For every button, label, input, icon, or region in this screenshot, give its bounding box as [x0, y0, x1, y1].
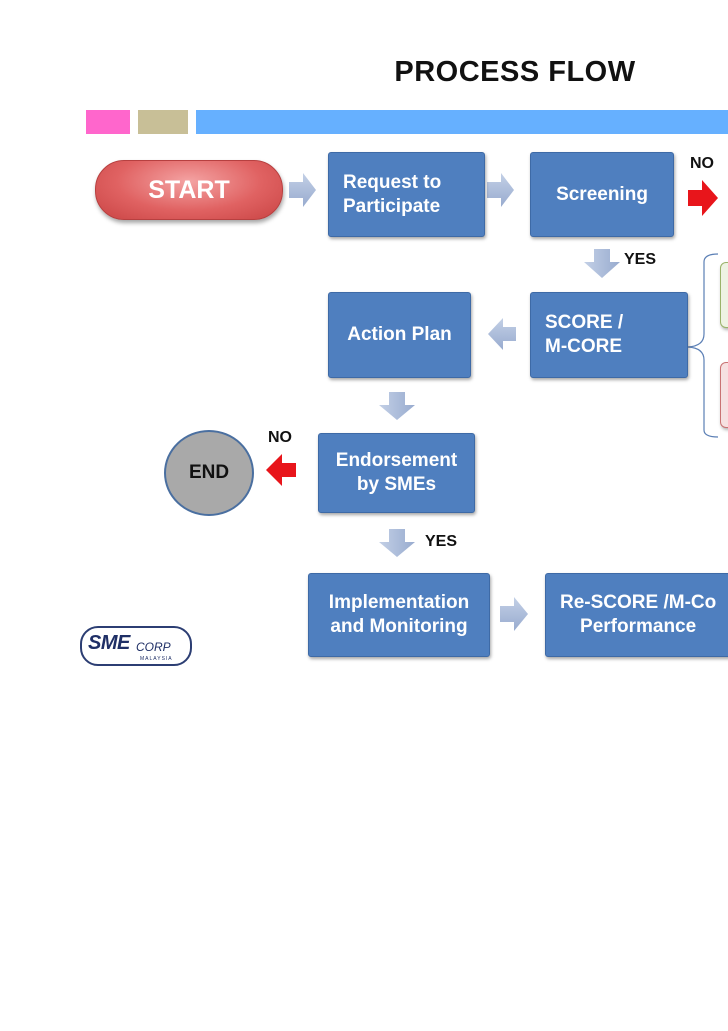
logo-country-text: MALAYSIA — [140, 656, 173, 662]
score-box: SCORE / M-CORE — [530, 292, 688, 378]
logo-ring — [80, 626, 192, 666]
bar-segment-tan — [138, 110, 188, 134]
title-color-bar — [80, 104, 728, 140]
request-label: Request to Participate — [343, 171, 442, 217]
rescore-box: Re-SCORE /M-Co Performance — [545, 573, 728, 657]
arrow-start-to-request — [289, 173, 316, 207]
implementation-label: Implementation and Monitoring — [328, 592, 470, 637]
bar-segment-pink — [86, 110, 130, 134]
screening-label: Screening — [556, 183, 648, 205]
arrow-endorsement-to-implementation — [379, 529, 415, 557]
arrow-implementation-to-rescore — [500, 597, 528, 631]
yes-label-screening: YES — [624, 251, 657, 268]
rescore-label: Re-SCORE /M-Co Performance — [560, 592, 717, 637]
smecorp-logo: SME CORP MALAYSIA — [80, 580, 200, 692]
arrow-screening-to-score — [584, 249, 620, 278]
arrow-action-plan-to-endorsement — [379, 392, 415, 420]
implementation-box: Implementation and Monitoring — [308, 573, 490, 657]
score-label: SCORE / M-CORE — [545, 312, 624, 357]
action-plan-box: Action Plan — [328, 292, 471, 378]
logo-corp-text: CORP — [136, 640, 171, 654]
no-label-screening: NO — [690, 155, 714, 172]
yes-label-endorsement: YES — [425, 533, 458, 550]
end-node: END — [164, 430, 254, 516]
endorsement-label: Endorsement by SMEs — [335, 450, 458, 495]
arrow-endorsement-no — [266, 454, 296, 486]
bar-segment-blue — [196, 110, 728, 134]
endorsement-box: Endorsement by SMEs — [318, 433, 475, 513]
action-plan-label: Action Plan — [347, 324, 452, 346]
screening-box: Screening — [530, 152, 674, 237]
no-label-endorsement: NO — [268, 429, 292, 446]
bracket-brace — [687, 253, 719, 438]
logo-sme-text: SME — [88, 632, 130, 654]
side-card-green — [720, 262, 728, 328]
arrow-request-to-screening — [487, 173, 514, 207]
request-to-participate-box: Request to Participate — [328, 152, 485, 237]
start-node: START — [95, 160, 283, 220]
side-card-pink — [720, 362, 728, 428]
page-title: PROCESS FLOW — [394, 56, 636, 88]
arrow-score-to-action-plan — [488, 318, 516, 350]
arrow-screening-no — [688, 180, 718, 216]
